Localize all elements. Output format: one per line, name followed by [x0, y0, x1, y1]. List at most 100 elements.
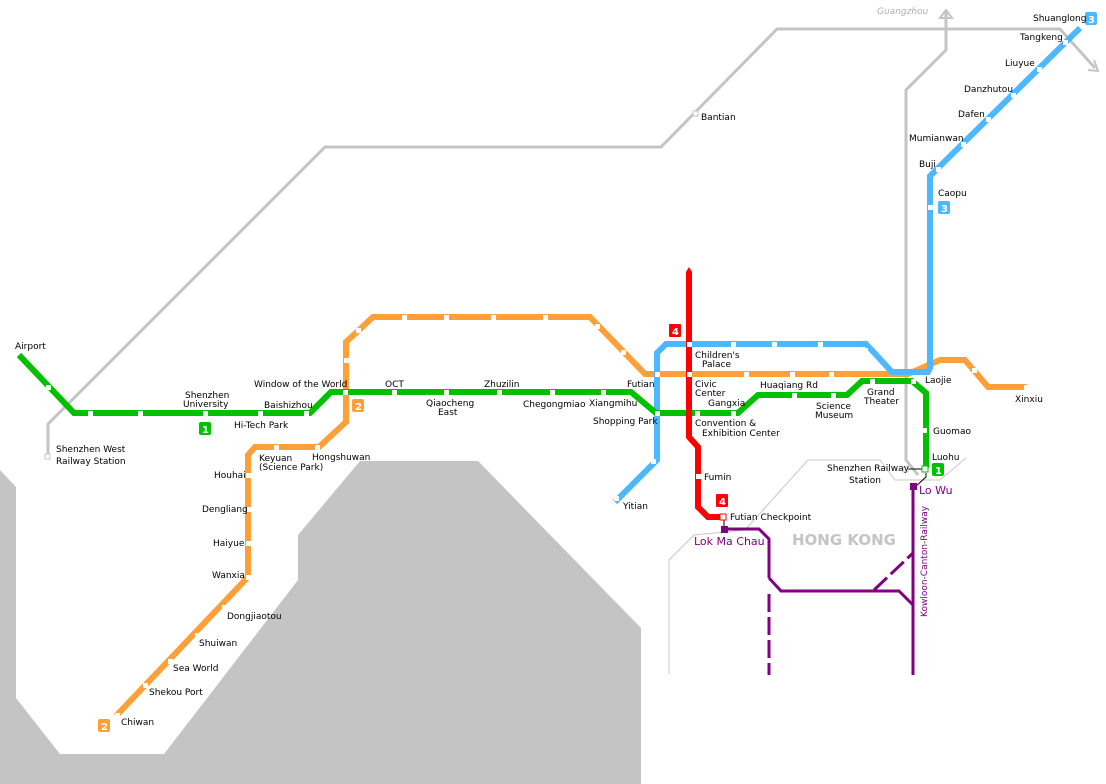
stn-haiyue — [246, 541, 251, 546]
label-wanxia: Wanxia — [212, 571, 245, 581]
stn-shenzhen-university — [203, 411, 208, 416]
stn-futian-checkpoint — [719, 513, 727, 521]
label-lo-wu: Lo Wu — [919, 484, 953, 497]
label-civic-center-1: Civic — [695, 380, 717, 390]
badge-line-1-east: 1 — [932, 463, 944, 477]
stn-zhuzilin — [497, 390, 502, 395]
station-lo-wu-marker — [910, 483, 917, 490]
link-luohu-lowu — [914, 473, 927, 488]
label-liuyue: Liuyue — [1005, 59, 1035, 69]
stn-hongshuwan — [315, 445, 320, 450]
svg-text:3: 3 — [1088, 15, 1095, 26]
ne-arrow-icon — [1087, 59, 1100, 73]
stn-shopping-park — [655, 411, 660, 416]
stn-luohu — [921, 465, 929, 473]
stn-qiaocheng-east — [444, 390, 449, 395]
stn-hitech-park — [258, 411, 263, 416]
railway-west — [46, 27, 950, 456]
label-futian: Futian — [627, 380, 655, 390]
kcr-branch-dashed — [872, 551, 915, 592]
label-qiaocheng-east-2: East — [438, 408, 458, 418]
stn-civic-center — [687, 372, 692, 377]
label-caopu: Caopu — [938, 189, 967, 199]
stn-yitian — [614, 496, 619, 501]
label-chegongmiao: Chegongmiao — [523, 400, 586, 410]
station-markers — [44, 40, 1068, 718]
station-lok-ma-chau-marker — [721, 526, 728, 533]
badge-line-4-south: 4 — [716, 494, 728, 508]
station-labels: Airport Shenzhen University Hi-Tech Park… — [15, 14, 1086, 728]
label-mumianwan: Mumianwan — [909, 134, 964, 144]
stn-xinxiu — [1024, 385, 1029, 390]
stn-sea-world — [168, 659, 173, 664]
label-grand-theater-2: Theater — [863, 397, 899, 407]
line-3 — [612, 25, 1083, 505]
kcr-lok-ma-chau — [724, 527, 771, 578]
line-2-track — [113, 314, 1027, 719]
label-dafen: Dafen — [958, 110, 985, 120]
stn-science-museum — [831, 393, 836, 398]
stn-chegongmiao — [550, 390, 555, 395]
label-window-of-the-world: Window of the World — [254, 380, 347, 390]
label-huaqiang-rd: Huaqiang Rd — [760, 381, 818, 391]
label-keyuan-1: Keyuan — [259, 454, 292, 464]
guangzhou-arrow-icon — [938, 8, 954, 19]
label-qiaocheng-east-1: Qiaocheng — [426, 399, 474, 409]
label-guomao: Guomao — [933, 427, 971, 437]
badge-line-3-south: 3 — [938, 201, 950, 215]
label-shenzhen-west-1: Shenzhen West — [56, 445, 126, 455]
label-futian-checkpoint: Futian Checkpoint — [730, 513, 812, 523]
label-shopping-park: Shopping Park — [593, 417, 658, 427]
stn-l2-l — [890, 358, 895, 363]
stn-caopu — [928, 205, 933, 210]
badge-line-2-south: 2 — [98, 719, 110, 733]
label-baishizhou: Baishizhou — [264, 401, 313, 411]
stn-l2-k — [829, 372, 834, 377]
label-yitian: Yitian — [622, 502, 648, 512]
region-label-hong-kong: HONG KONG — [792, 531, 896, 549]
label-shekou-port: Shekou Port — [149, 688, 203, 698]
stn-l2-a — [344, 358, 349, 363]
stn-l2-b — [356, 328, 361, 333]
stn-futian — [655, 372, 660, 377]
svg-text:2: 2 — [101, 722, 108, 733]
direction-label-guangzhou: Guangzhou — [877, 7, 929, 17]
label-childrens-palace-1: Children's — [695, 351, 740, 361]
stn-tangkeng — [1063, 40, 1068, 45]
label-convention-1: Convention & — [695, 419, 756, 429]
label-shuanglong: Shuanglong — [1033, 14, 1086, 24]
label-tangkeng: Tangkeng — [1019, 33, 1063, 43]
stn-gangxia — [731, 411, 736, 416]
stn-baishizhou — [304, 411, 309, 416]
label-buji: Buji — [919, 160, 936, 170]
stn-l3-a — [651, 459, 656, 464]
stn-l2-e — [491, 315, 496, 320]
stn-danzhutou — [1011, 93, 1016, 98]
label-haiyue: Haiyue — [213, 539, 245, 549]
svg-text:1: 1 — [935, 466, 942, 477]
label-convention-2: Exhibition Center — [702, 429, 780, 439]
label-shenzhen-railway-1: Shenzhen Railway — [827, 464, 910, 474]
label-shenzhen-railway-2: Station — [849, 476, 881, 486]
stn-liuyue — [1037, 67, 1042, 72]
badge-line-4-north: 4 — [669, 324, 681, 338]
stn-l2-h — [621, 350, 626, 355]
land-west — [0, 461, 641, 784]
stn-l2-j — [790, 372, 795, 377]
label-lok-ma-chau: Lok Ma Chau — [694, 535, 765, 548]
hk-border — [668, 457, 967, 674]
label-grand-theater-1: Grand — [867, 388, 895, 398]
stn-dafen — [986, 117, 991, 122]
stn-l2-c — [402, 315, 407, 320]
stn-convention — [695, 411, 700, 416]
svg-text:2: 2 — [355, 402, 362, 413]
label-dongjiaotou: Dongjiaotou — [227, 612, 282, 622]
stn-keyuan — [274, 445, 279, 450]
stn-mumianwan — [961, 142, 966, 147]
stn-shekou-port — [143, 683, 148, 688]
label-hitech-park: Hi-Tech Park — [234, 421, 289, 431]
label-shenzhen-university-1: Shenzhen — [185, 391, 229, 401]
stn-l2-f — [543, 315, 548, 320]
label-laojie: Laojie — [925, 376, 952, 386]
label-civic-center-2: Center — [695, 389, 726, 399]
